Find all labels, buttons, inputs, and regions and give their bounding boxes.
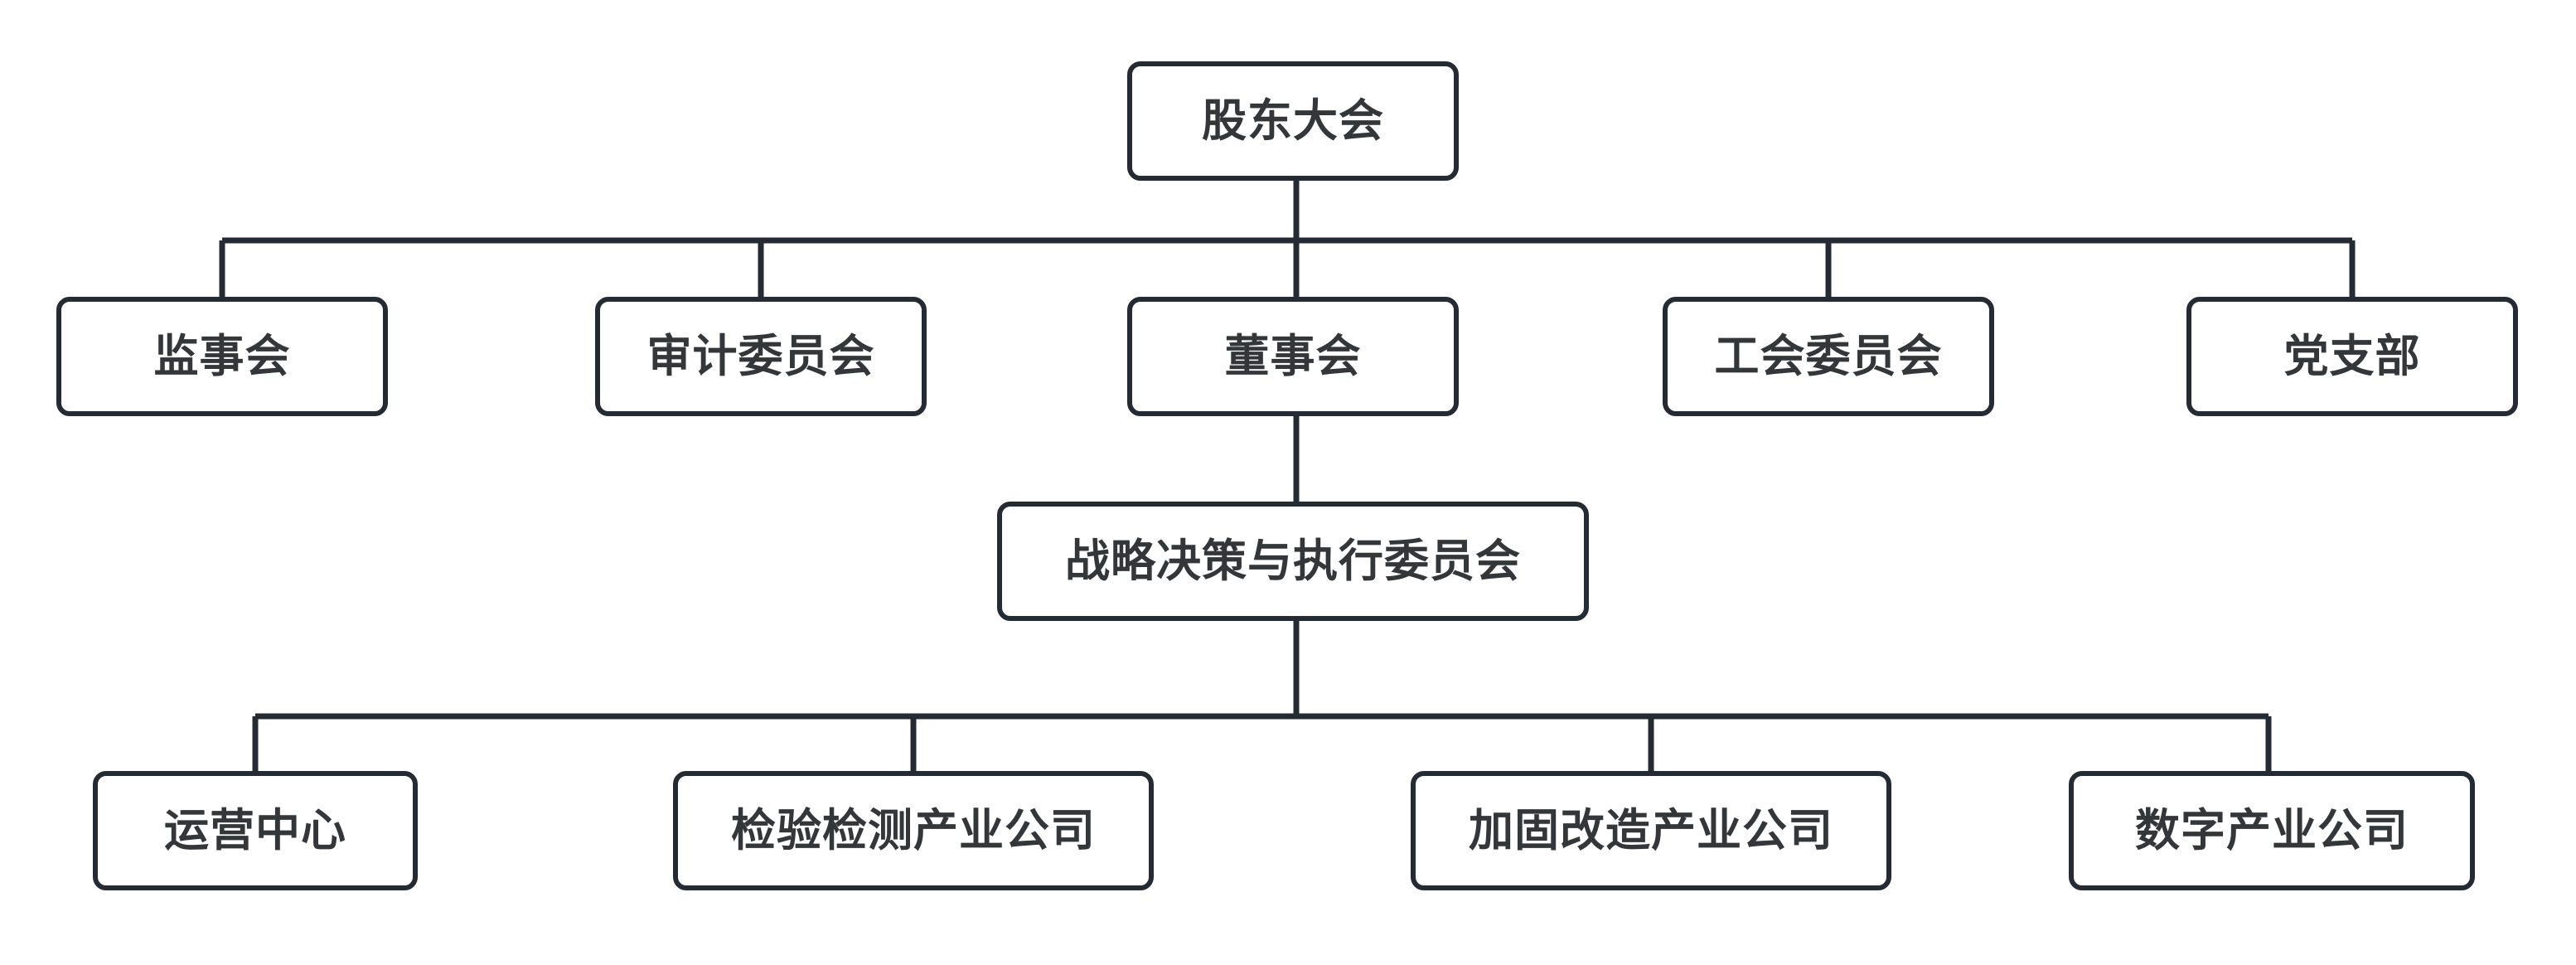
node-label: 检验检测产业公司 <box>731 806 1096 856</box>
node-label: 运营中心 <box>164 806 346 856</box>
node-party-branch[interactable]: 党支部 <box>2186 297 2518 416</box>
node-label: 董事会 <box>1224 332 1362 381</box>
node-label: 工会委员会 <box>1714 332 1943 381</box>
node-label: 战略决策与执行委员会 <box>1065 536 1521 586</box>
node-operations-center[interactable]: 运营中心 <box>93 771 418 890</box>
node-board-of-supervisors[interactable]: 监事会 <box>56 297 388 416</box>
node-shareholders-meeting[interactable]: 股东大会 <box>1127 61 1459 181</box>
node-digital-industry-company[interactable]: 数字产业公司 <box>2069 771 2475 890</box>
node-label: 党支部 <box>2283 332 2421 381</box>
node-audit-committee[interactable]: 审计委员会 <box>595 297 927 416</box>
node-reinforcement-renovation-industry-company[interactable]: 加固改造产业公司 <box>1411 771 1891 890</box>
node-label: 审计委员会 <box>646 332 875 381</box>
node-board-of-directors[interactable]: 董事会 <box>1127 297 1459 416</box>
node-labor-union-committee[interactable]: 工会委员会 <box>1663 297 1994 416</box>
node-strategic-decision-execution-committee[interactable]: 战略决策与执行委员会 <box>997 502 1589 621</box>
node-inspection-testing-industry-company[interactable]: 检验检测产业公司 <box>673 771 1154 890</box>
node-label: 监事会 <box>153 332 291 381</box>
node-label: 数字产业公司 <box>2135 806 2409 856</box>
node-label: 股东大会 <box>1202 96 1384 146</box>
node-label: 加固改造产业公司 <box>1469 806 1833 856</box>
